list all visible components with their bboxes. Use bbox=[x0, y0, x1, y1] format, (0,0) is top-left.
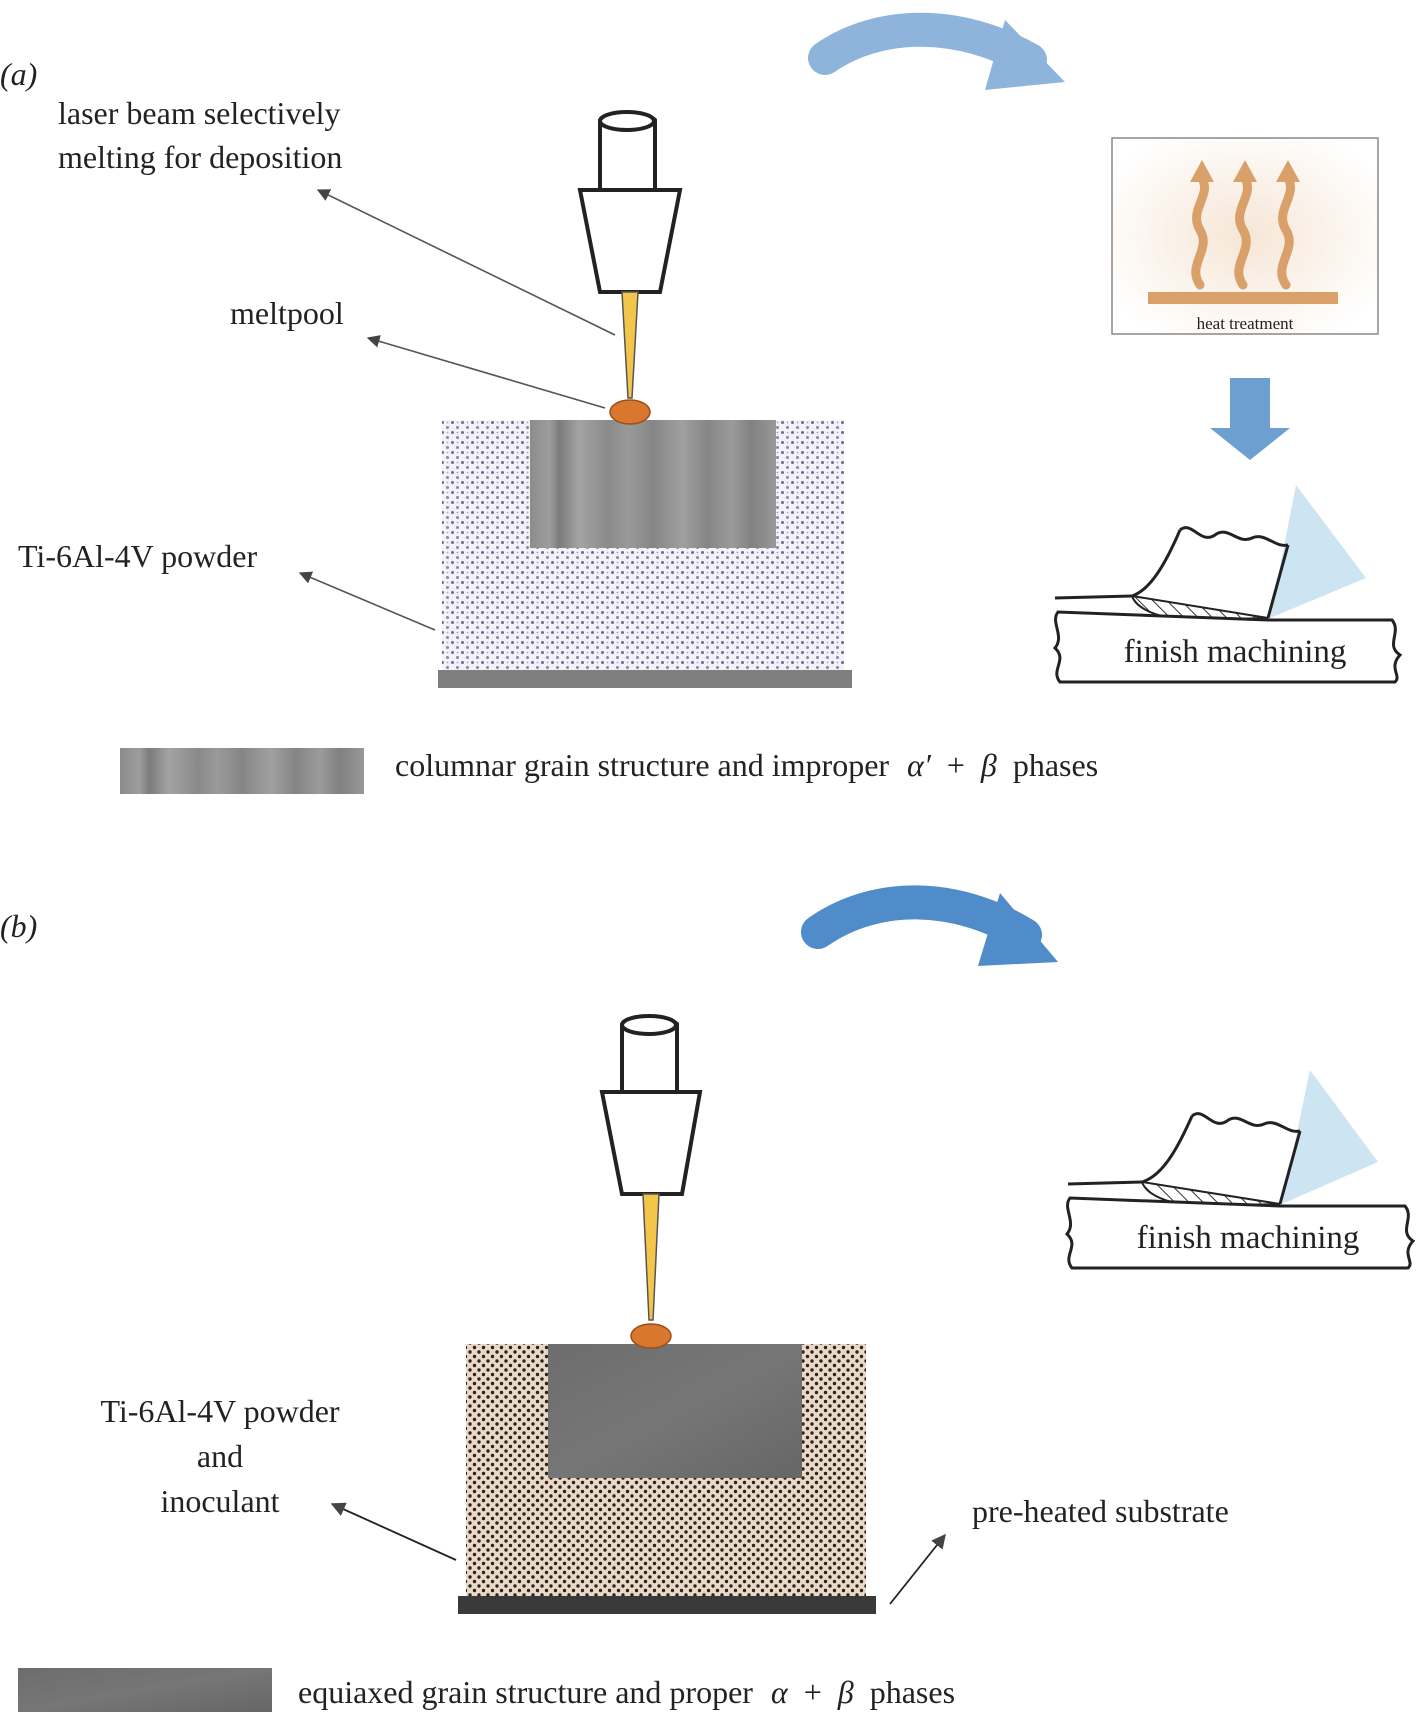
legend-a-text: columnar grain structure and improper bbox=[395, 747, 889, 783]
finish-machining-label-a: finish machining bbox=[1124, 634, 1347, 670]
heat-source-bar bbox=[1148, 292, 1338, 304]
substrate-b bbox=[458, 1596, 876, 1614]
meltpool-a bbox=[609, 399, 651, 425]
legend-a-plus: + bbox=[947, 747, 965, 783]
legend-b-suffix: phases bbox=[870, 1674, 955, 1710]
heat-waves-icon bbox=[1191, 173, 1295, 290]
panel-b-label: (b) bbox=[0, 908, 37, 944]
substrate-label: pre-heated substrate bbox=[972, 1493, 1229, 1529]
legend-b-text: equiaxed grain structure and proper bbox=[298, 1674, 753, 1710]
laser-beam-b bbox=[642, 1193, 660, 1321]
substrate-leader bbox=[889, 1533, 946, 1605]
columnar-grain-region bbox=[530, 420, 776, 548]
legend-b-phase2: β bbox=[837, 1674, 854, 1710]
heat-treatment-box: heat treatment bbox=[1111, 137, 1379, 335]
equiaxed-grain-region bbox=[548, 1344, 802, 1478]
substrate-a bbox=[438, 670, 852, 688]
laser-beam-a bbox=[621, 291, 639, 399]
legend-b: equiaxed grain structure and proper α + … bbox=[298, 1674, 955, 1710]
down-arrow-icon bbox=[1210, 378, 1290, 460]
legend-b-phase1: α bbox=[771, 1674, 789, 1710]
finish-machining-a: finish machining bbox=[1052, 485, 1403, 684]
heat-treatment-label: heat treatment bbox=[1197, 314, 1294, 333]
laser-label-line2: melting for deposition bbox=[58, 139, 342, 175]
powder-label-b-line3: inoculant bbox=[160, 1483, 279, 1519]
process-arrow-a bbox=[808, 12, 1065, 90]
meltpool-leader bbox=[366, 335, 606, 409]
powder-label-b-line1: Ti-6Al-4V powder bbox=[100, 1393, 339, 1429]
laser-label-line1: laser beam selectively bbox=[58, 95, 341, 131]
laser-head-a bbox=[577, 110, 683, 294]
process-arrow-b bbox=[801, 885, 1058, 966]
cutting-tool-icon-b bbox=[1282, 1070, 1378, 1204]
laser-head-b bbox=[599, 1014, 703, 1196]
finish-machining-label-b: finish machining bbox=[1137, 1220, 1360, 1256]
legend-a-phase2: β bbox=[980, 747, 997, 783]
powder-leader-b bbox=[330, 1502, 457, 1561]
legend-swatch-a bbox=[120, 748, 364, 794]
powder-label-a: Ti-6Al-4V powder bbox=[18, 538, 257, 574]
powder-leader-a bbox=[298, 571, 436, 631]
finish-machining-b: finish machining bbox=[1064, 1070, 1416, 1270]
legend-a-phase1: α′ bbox=[907, 747, 932, 783]
powder-label-b-line2: and bbox=[197, 1438, 243, 1474]
legend-a-suffix: phases bbox=[1013, 747, 1098, 783]
legend-a: columnar grain structure and improper α′… bbox=[395, 747, 1098, 783]
panel-a-label: (a) bbox=[0, 56, 37, 92]
legend-swatch-b bbox=[18, 1668, 272, 1712]
cutting-tool-icon bbox=[1270, 485, 1366, 618]
laser-leader bbox=[316, 189, 616, 336]
legend-b-plus: + bbox=[804, 1674, 822, 1710]
meltpool-b bbox=[630, 1323, 672, 1349]
meltpool-label: meltpool bbox=[230, 295, 344, 331]
